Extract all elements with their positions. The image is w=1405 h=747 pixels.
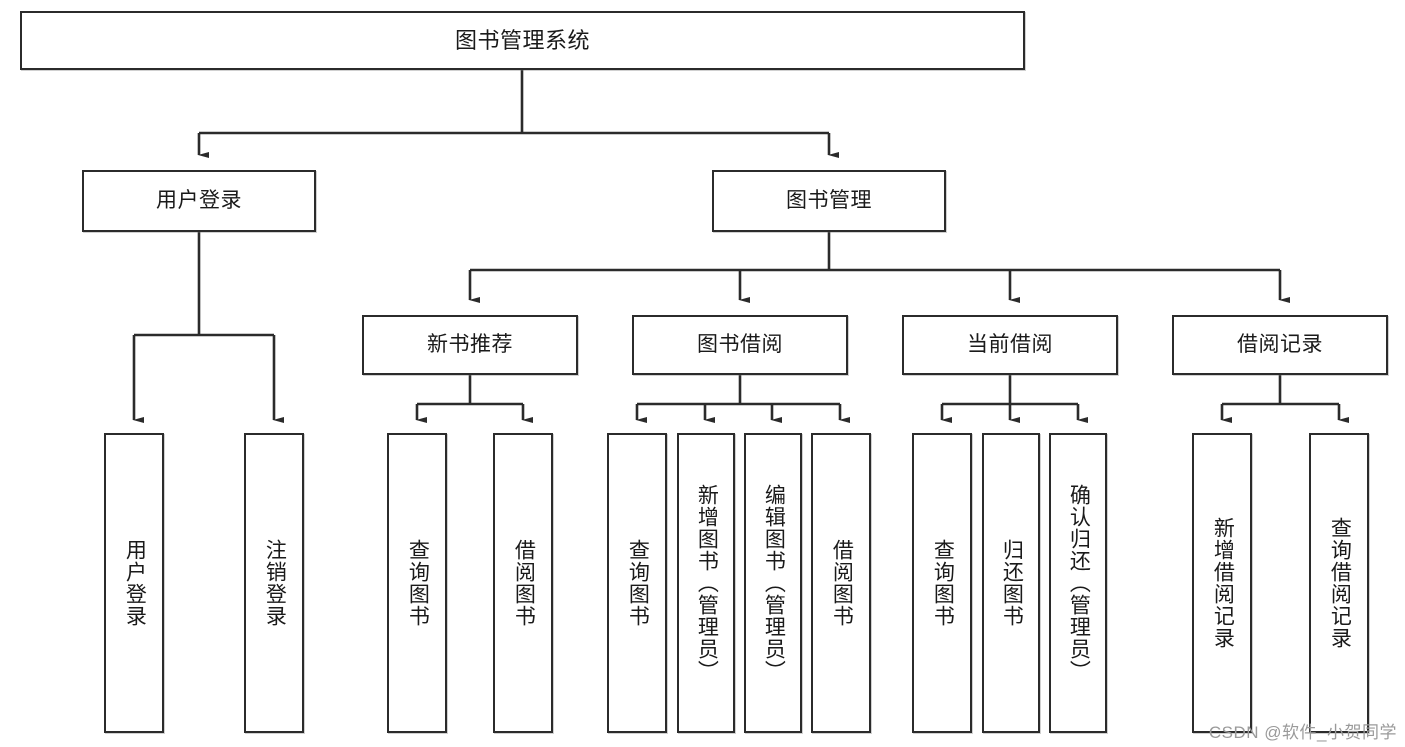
node-leaf-edit-book-label: 编辑图书（管理员） <box>762 484 786 682</box>
node-book-management[interactable]: 图书管理 <box>712 170 946 232</box>
node-new-book-recommend-label: 新书推荐 <box>427 332 513 356</box>
node-leaf-add-book-label: 新增图书（管理员） <box>695 484 719 682</box>
node-borrow-record-label: 借阅记录 <box>1237 332 1323 356</box>
node-user-login[interactable]: 用户登录 <box>82 170 316 232</box>
node-leaf-user-login[interactable]: 用户登录 <box>104 433 164 733</box>
node-user-login-label: 用户登录 <box>156 188 242 212</box>
node-current-borrow[interactable]: 当前借阅 <box>902 315 1118 375</box>
node-leaf-borrow-book-1-label: 借阅图书 <box>512 539 536 627</box>
node-leaf-query-book-3[interactable]: 查询图书 <box>912 433 972 733</box>
node-leaf-confirm-return[interactable]: 确认归还（管理员） <box>1049 433 1107 733</box>
node-leaf-query-book-2-label: 查询图书 <box>626 539 650 627</box>
node-leaf-user-login-label: 用户登录 <box>123 539 147 627</box>
csdn-watermark: CSDN @软件_小贺同学 <box>1208 723 1397 742</box>
node-leaf-return-book[interactable]: 归还图书 <box>982 433 1040 733</box>
node-leaf-query-record-label: 查询借阅记录 <box>1328 517 1352 649</box>
node-book-borrow-label: 图书借阅 <box>697 332 783 356</box>
node-leaf-add-record-label: 新增借阅记录 <box>1211 517 1235 649</box>
node-current-borrow-label: 当前借阅 <box>967 332 1053 356</box>
node-leaf-return-book-label: 归还图书 <box>1000 539 1024 627</box>
node-leaf-borrow-book-1[interactable]: 借阅图书 <box>493 433 553 733</box>
node-book-borrow[interactable]: 图书借阅 <box>632 315 848 375</box>
node-leaf-borrow-book-2-label: 借阅图书 <box>830 539 854 627</box>
node-leaf-confirm-return-label: 确认归还（管理员） <box>1067 484 1091 682</box>
node-leaf-query-book-1[interactable]: 查询图书 <box>387 433 447 733</box>
node-book-management-label: 图书管理 <box>786 188 872 212</box>
node-leaf-query-book-2[interactable]: 查询图书 <box>607 433 667 733</box>
node-root-label: 图书管理系统 <box>454 27 590 53</box>
node-leaf-user-logout-label: 注销登录 <box>263 539 287 627</box>
node-leaf-user-logout[interactable]: 注销登录 <box>244 433 304 733</box>
node-leaf-borrow-book-2[interactable]: 借阅图书 <box>811 433 871 733</box>
node-root-book-management-system[interactable]: 图书管理系统 <box>20 11 1025 70</box>
node-leaf-query-book-1-label: 查询图书 <box>406 539 430 627</box>
node-borrow-record[interactable]: 借阅记录 <box>1172 315 1388 375</box>
node-leaf-add-record[interactable]: 新增借阅记录 <box>1192 433 1252 733</box>
node-leaf-query-book-3-label: 查询图书 <box>931 539 955 627</box>
node-leaf-add-book[interactable]: 新增图书（管理员） <box>677 433 735 733</box>
node-new-book-recommend[interactable]: 新书推荐 <box>362 315 578 375</box>
node-leaf-edit-book[interactable]: 编辑图书（管理员） <box>744 433 802 733</box>
node-leaf-query-record[interactable]: 查询借阅记录 <box>1309 433 1369 733</box>
